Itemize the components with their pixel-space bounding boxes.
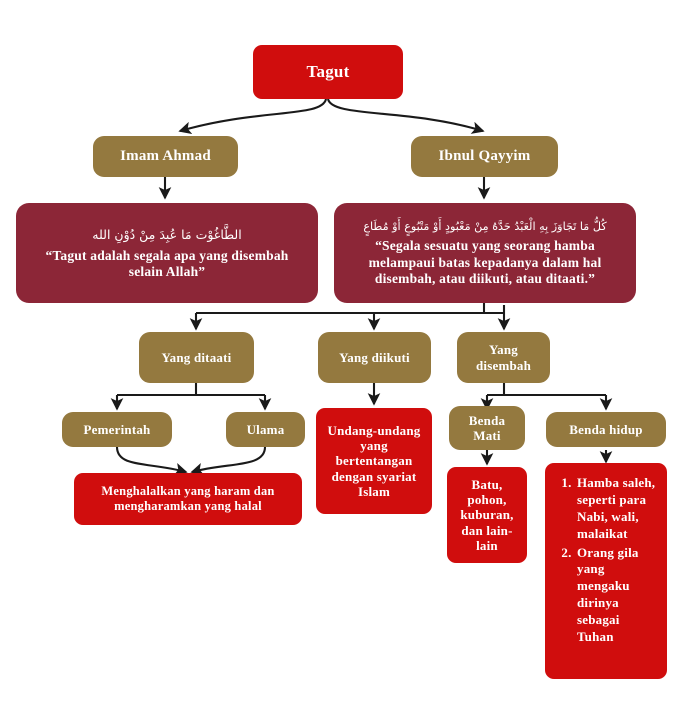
node-ibnul-qayyim[interactable]: Ibnul Qayyim bbox=[411, 136, 558, 177]
node-definition-imam-ahmad[interactable]: الطَّاغُوْت مَا عُبِدَ مِنْ دُوْنِ الله … bbox=[16, 203, 318, 303]
node-benda-hidup-examples[interactable]: Hamba saleh, seperti para Nabi, wali, ma… bbox=[545, 463, 667, 679]
node-benda-mati-label: Benda Mati bbox=[468, 412, 506, 443]
node-undang-undang[interactable]: Undang-undang yang bertentangan dengan s… bbox=[316, 408, 432, 514]
definition-arabic-text: الطَّاغُوْت مَا عُبِدَ مِنْ دُوْنِ الله bbox=[92, 227, 242, 243]
definition-translation-text: “Tagut adalah segala apa yang disembah s… bbox=[45, 247, 289, 280]
node-undang-undang-label: Undang-undang yang bertentangan dengan s… bbox=[327, 422, 421, 499]
node-ditaati-result-label: Menghalalkan yang haram dan mengharamkan… bbox=[101, 484, 275, 513]
node-ditaati-result[interactable]: Menghalalkan yang haram dan mengharamkan… bbox=[74, 473, 302, 525]
node-benda-hidup-label: Benda hidup bbox=[569, 421, 643, 437]
list-item: Hamba saleh, seperti para Nabi, wali, ma… bbox=[575, 475, 659, 543]
node-benda-hidup[interactable]: Benda hidup bbox=[546, 412, 666, 447]
node-root-tagut[interactable]: Tagut bbox=[253, 45, 403, 99]
node-category-diikuti[interactable]: Yang diikuti bbox=[318, 332, 431, 383]
node-category-disembah-label: Yang disembah bbox=[475, 342, 532, 373]
node-benda-mati[interactable]: Benda Mati bbox=[449, 406, 525, 450]
node-ulama-label: Ulama bbox=[246, 421, 285, 437]
node-ibnul-qayyim-label: Ibnul Qayyim bbox=[438, 147, 531, 164]
benda-hidup-example-list: Hamba saleh, seperti para Nabi, wali, ma… bbox=[555, 475, 659, 648]
node-ulama[interactable]: Ulama bbox=[226, 412, 305, 447]
node-category-ditaati-label: Yang ditaati bbox=[161, 349, 232, 365]
node-root-tagut-label: Tagut bbox=[306, 61, 350, 81]
node-benda-mati-examples-label: Batu, pohon, kuburan, dan lain-lain bbox=[460, 476, 514, 553]
definition-arabic-text: كُلُّ مَا تَجَاوَزَ بِهِ الْعَبْدُ حَدَّ… bbox=[363, 220, 607, 234]
node-benda-mati-examples[interactable]: Batu, pohon, kuburan, dan lain-lain bbox=[447, 467, 527, 563]
definition-translation-text: “Segala sesuatu yang seorang hamba melam… bbox=[368, 238, 602, 287]
list-item: Orang gila yang mengaku dirinya sebagai … bbox=[575, 545, 659, 646]
node-definition-ibnul-qayyim[interactable]: كُلُّ مَا تَجَاوَزَ بِهِ الْعَبْدُ حَدَّ… bbox=[334, 203, 636, 303]
node-category-diikuti-label: Yang diikuti bbox=[339, 349, 410, 365]
node-imam-ahmad[interactable]: Imam Ahmad bbox=[93, 136, 238, 177]
node-imam-ahmad-label: Imam Ahmad bbox=[120, 147, 211, 164]
node-pemerintah[interactable]: Pemerintah bbox=[62, 412, 172, 447]
node-pemerintah-label: Pemerintah bbox=[83, 421, 151, 437]
node-category-disembah[interactable]: Yang disembah bbox=[457, 332, 550, 383]
node-category-ditaati[interactable]: Yang ditaati bbox=[139, 332, 254, 383]
